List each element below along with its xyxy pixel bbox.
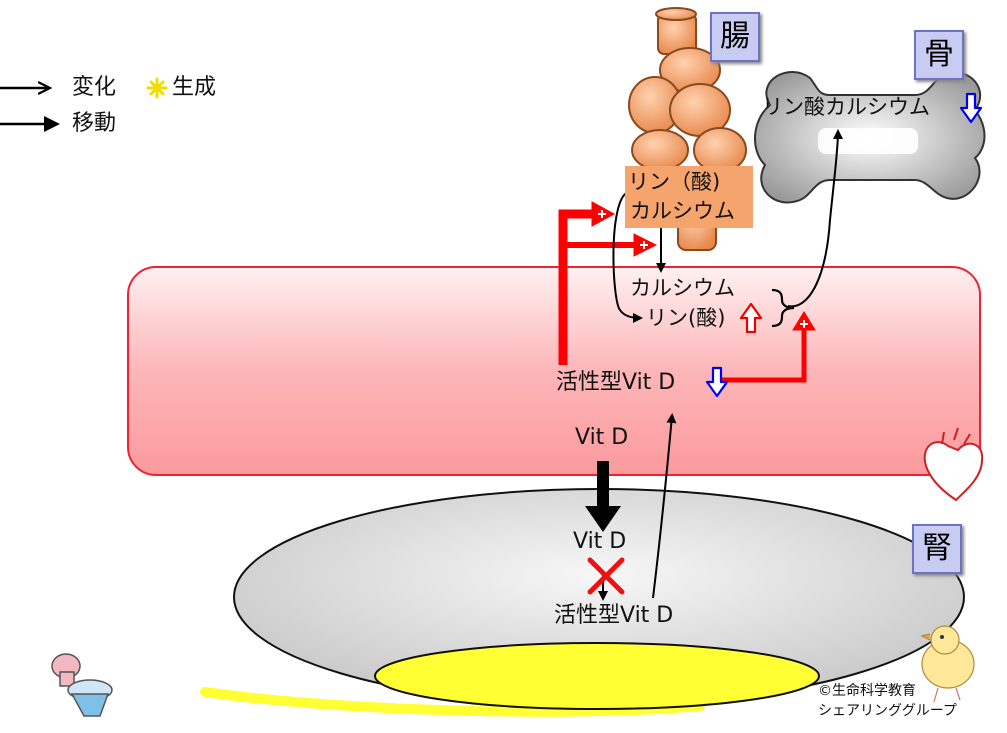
kidney-tag: 腎: [912, 524, 962, 574]
urine-stream: [200, 687, 705, 717]
urine-pool: [374, 642, 820, 710]
legend-change-label: 変化: [72, 75, 117, 100]
intestine-calcium-label: カルシウム: [630, 199, 735, 223]
thick-arrow-shaft: [597, 461, 609, 509]
blood-active-vitd-label: 活性型Vit D: [556, 370, 676, 395]
legend: [0, 77, 168, 132]
brace: [771, 288, 795, 328]
flow-arrows: [598, 129, 843, 601]
copyright-line2: シェアリンググループ: [818, 703, 957, 719]
stimulation-arrows: [558, 209, 807, 383]
thick-arrow-head: [585, 506, 621, 532]
intestine-absorption-box: [625, 166, 753, 228]
copyright-line1: ©生命科学教育: [818, 683, 916, 699]
legend-move-label: 移動: [72, 111, 117, 136]
kidney-active-vitd-label: 活性型Vit D: [554, 603, 674, 628]
blocked-cross-icon: [587, 557, 625, 595]
sparkle-icon: [146, 77, 168, 99]
bone-calcium-phosphate-label: リン酸カルシウム: [762, 95, 930, 119]
kidney-vitd-label: Vit D: [573, 529, 627, 554]
decrease-arrow-icon-blood: [705, 366, 729, 398]
bone-icon: [753, 71, 986, 204]
heart-icon: [923, 427, 984, 502]
blood-vessel: [127, 266, 981, 476]
intestine-icon: [628, 7, 747, 251]
blood-phosphate-label: リン(酸): [646, 306, 726, 330]
toilet-icon: [51, 653, 113, 717]
intestine-tag: 腸: [710, 12, 760, 62]
intestine-phosphate-label: リン（酸): [628, 170, 721, 194]
increase-arrow-icon: [739, 302, 763, 334]
decrease-arrow-icon: [959, 92, 983, 124]
bone-tag: 骨: [914, 30, 964, 80]
blood-calcium-label: カルシウム: [630, 276, 735, 300]
legend-generate-label: 生成: [172, 75, 217, 100]
blood-vitd-label: Vit D: [575, 425, 629, 450]
chick-mascot-icon: [920, 625, 975, 703]
